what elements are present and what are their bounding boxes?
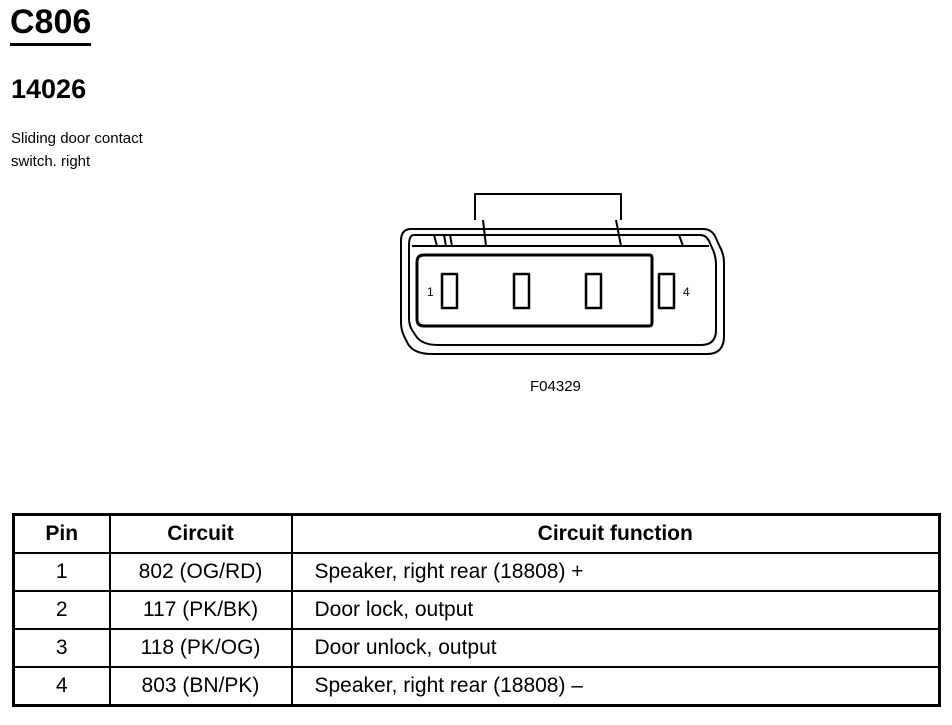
terminal-4 (657, 272, 676, 310)
cell-function: Door lock, output (290, 590, 941, 630)
key-mark-3 (449, 234, 453, 247)
pinout-table: Pin Circuit Circuit function 1 802 (OG/R… (12, 513, 941, 707)
cavity-area (415, 253, 654, 328)
housing-inner (408, 234, 717, 346)
description-line-2: switch. right (11, 153, 91, 170)
key-mark-2 (443, 234, 447, 247)
header-circuit: Circuit (108, 513, 293, 554)
cell-function: Speaker, right rear (18808) – (290, 666, 941, 707)
table-header-row: Pin Circuit Circuit function (12, 513, 941, 554)
header-pin: Pin (12, 513, 111, 554)
table-row: 4 803 (BN/PK) Speaker, right rear (18808… (12, 666, 941, 707)
connector-id: C806 (10, 2, 92, 46)
housing-outer (400, 228, 725, 355)
cell-function: Speaker, right rear (18808) + (290, 552, 941, 592)
part-number: 14026 (11, 74, 87, 104)
cell-pin: 4 (12, 666, 111, 707)
key-mark-4 (678, 234, 684, 247)
description-line-1: Sliding door contact (11, 130, 143, 147)
header-function: Circuit function (290, 513, 941, 554)
cell-pin: 1 (12, 552, 111, 592)
cell-circuit: 802 (OG/RD) (108, 552, 293, 592)
terminal-3 (584, 272, 603, 310)
component-description: Sliding door contact switch. right (11, 127, 211, 173)
cell-circuit: 803 (BN/PK) (108, 666, 293, 707)
table-row: 2 117 (PK/BK) Door lock, output (12, 590, 941, 630)
cell-pin: 2 (12, 590, 111, 630)
cell-pin: 3 (12, 628, 111, 668)
pin-label-1: 1 (427, 285, 434, 299)
table-row: 3 118 (PK/OG) Door unlock, output (12, 628, 941, 668)
table-row: 1 802 (OG/RD) Speaker, right rear (18808… (12, 552, 941, 592)
pin-label-4: 4 (683, 285, 690, 299)
figure-code: F04329 (530, 378, 581, 395)
latch-tab (474, 193, 622, 220)
terminal-1 (440, 272, 459, 310)
latch-tab-stem-left (482, 219, 487, 247)
latch-tab-stem-right (615, 219, 622, 247)
terminal-2 (512, 272, 531, 310)
cell-circuit: 117 (PK/BK) (108, 590, 293, 630)
cell-function: Door unlock, output (290, 628, 941, 668)
cell-circuit: 118 (PK/OG) (108, 628, 293, 668)
key-mark-1 (433, 234, 438, 247)
